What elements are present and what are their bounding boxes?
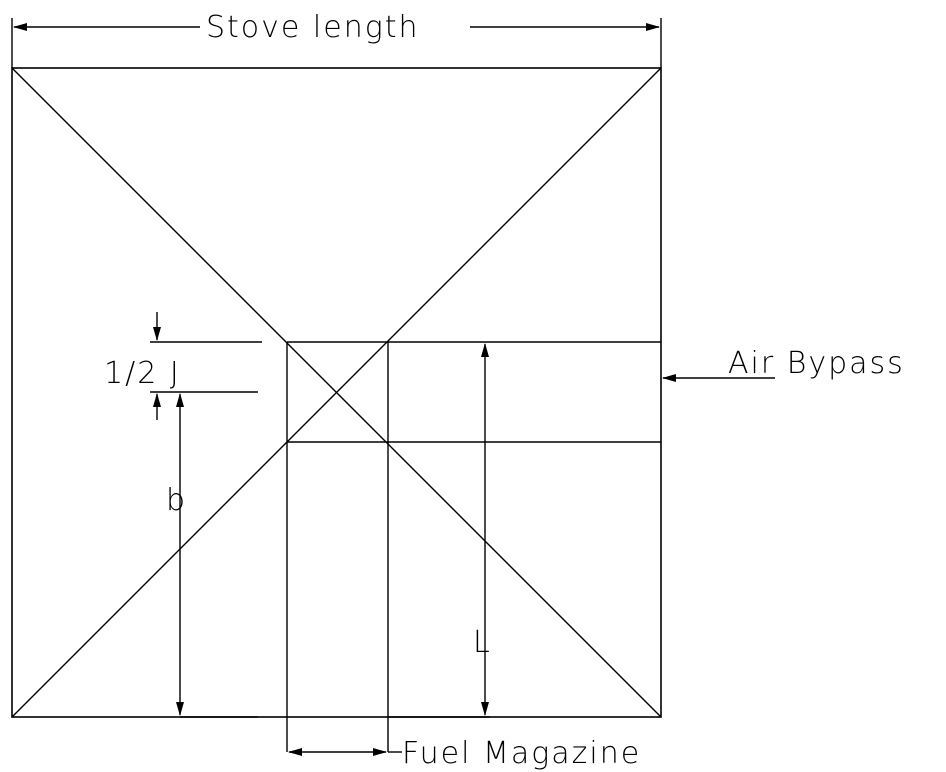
diagonal-bottom-left-to-top-right xyxy=(11,67,662,718)
air-bypass-label: Air Bypass xyxy=(728,346,905,381)
l-label: L xyxy=(473,625,492,660)
half-j-label: 1/2 J xyxy=(104,356,181,391)
b-label: b xyxy=(166,483,187,518)
stove-outline xyxy=(11,67,662,718)
stove-length-label: Stove length xyxy=(206,10,420,45)
fuel-magazine-label: Fuel Magazine xyxy=(402,736,641,771)
